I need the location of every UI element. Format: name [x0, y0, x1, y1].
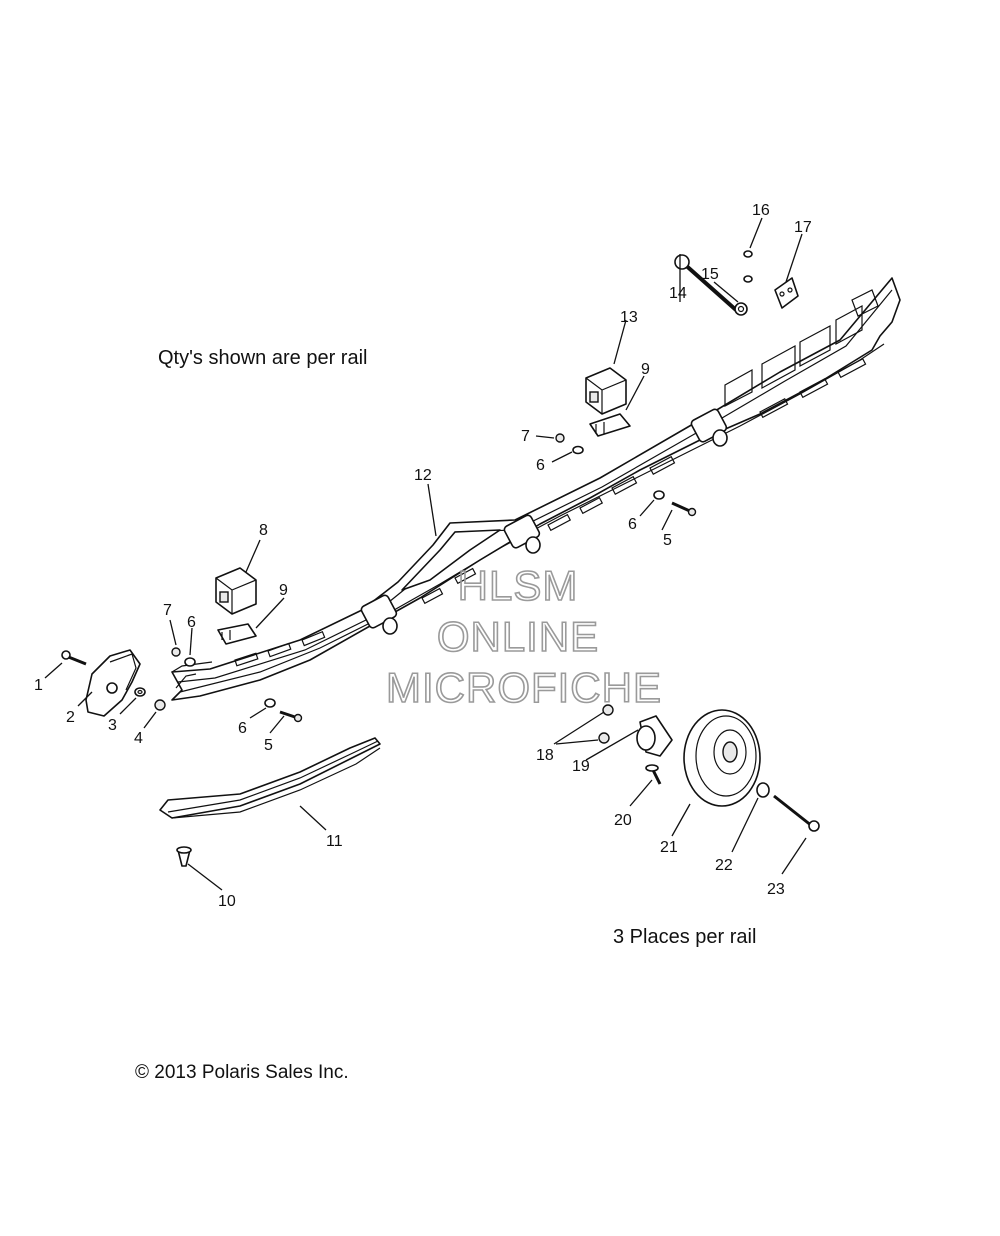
bolt-5-rear: [671, 501, 697, 517]
callout-6-front-top: 6: [187, 614, 196, 631]
callout-15: 15: [701, 266, 719, 283]
copyright: © 2013 Polaris Sales Inc.: [135, 1062, 349, 1083]
rail-bosses: [360, 408, 728, 635]
washer-3: [134, 687, 146, 697]
callout-5-front: 5: [264, 737, 273, 754]
callout-17: 17: [794, 219, 812, 236]
rail-gusset: [401, 529, 501, 591]
nut-4: [154, 699, 166, 711]
wear-strip: [159, 737, 381, 819]
nuts-18: [598, 704, 614, 744]
rail-body: [171, 277, 901, 701]
rail-cutouts-front: [234, 496, 604, 667]
leader-lines: [44, 217, 807, 891]
callout-9-rear: 9: [641, 361, 650, 378]
callout-6-front-bottom: 6: [238, 720, 247, 737]
callout-10: 10: [218, 893, 236, 910]
rail-cutouts-rear: [611, 289, 879, 495]
callout-7-front: 7: [163, 602, 172, 619]
callout-4: 4: [134, 730, 143, 747]
watermark-line-2: ONLINE: [437, 613, 599, 660]
callout-18: 18: [536, 747, 554, 764]
watermark-line-3: MICROFICHE: [386, 664, 662, 711]
front-end-cap: [85, 649, 141, 717]
washer-22: [756, 782, 770, 798]
nut-7-rear: [555, 433, 565, 443]
places-note: 3 Places per rail: [613, 926, 756, 948]
callout-20: 20: [614, 812, 632, 829]
qty-note: Qty's shown are per rail: [158, 347, 367, 369]
bolt-5-front: [279, 710, 303, 723]
hub-19: [636, 715, 673, 757]
bracket-17: [774, 277, 799, 309]
callout-8: 8: [259, 522, 268, 539]
callout-14: 14: [669, 285, 687, 302]
callout-16: 16: [752, 202, 770, 219]
callout-5-rear: 5: [663, 532, 672, 549]
bumper-block-rear: [585, 367, 627, 415]
callout-3: 3: [108, 717, 117, 734]
rail-assembly: [171, 277, 901, 701]
axle-bolt-14: [674, 254, 738, 312]
callout-6-rear-top: 6: [536, 457, 545, 474]
rail-lower-flange: [179, 343, 885, 693]
rail-front-tip: [171, 661, 213, 689]
callout-2: 2: [66, 709, 75, 726]
callout-12: 12: [414, 467, 432, 484]
washer-6-rear-bottom: [653, 490, 665, 500]
callout-13: 13: [620, 309, 638, 326]
callout-9-front: 9: [279, 582, 288, 599]
bolt-20: [645, 764, 662, 785]
front-bolt: [61, 650, 87, 666]
spacer-9-rear: [589, 413, 631, 437]
watermark: HLSM ONLINE MICROFICHE: [385, 561, 662, 712]
callout-21: 21: [660, 839, 678, 856]
callout-6-rear-bottom: 6: [628, 516, 637, 533]
callout-23: 23: [767, 881, 785, 898]
slide-pin: [176, 846, 192, 867]
idler-wheel-21: [683, 709, 761, 807]
bumper-block-front: [215, 567, 257, 615]
washer-6-front-top: [184, 657, 196, 667]
spacer-9-front: [217, 623, 257, 645]
washer-6-front-bottom: [264, 698, 276, 708]
callout-22: 22: [715, 857, 733, 874]
watermark-line-1: HLSM: [458, 562, 579, 609]
callout-numbers: 1 2 3 4 7 6 6 5 8 9 12 11 10 7 6 6 5 13 …: [34, 202, 812, 910]
callout-19: 19: [572, 758, 590, 775]
nut-7-front: [171, 647, 181, 657]
clips-16: [743, 250, 753, 283]
callout-1: 1: [34, 677, 43, 694]
callout-11: 11: [326, 833, 343, 850]
callout-7-rear: 7: [521, 428, 530, 445]
axle-bolt-23: [773, 794, 820, 832]
nut-15: [734, 302, 748, 316]
washer-6-rear-top: [572, 445, 584, 455]
